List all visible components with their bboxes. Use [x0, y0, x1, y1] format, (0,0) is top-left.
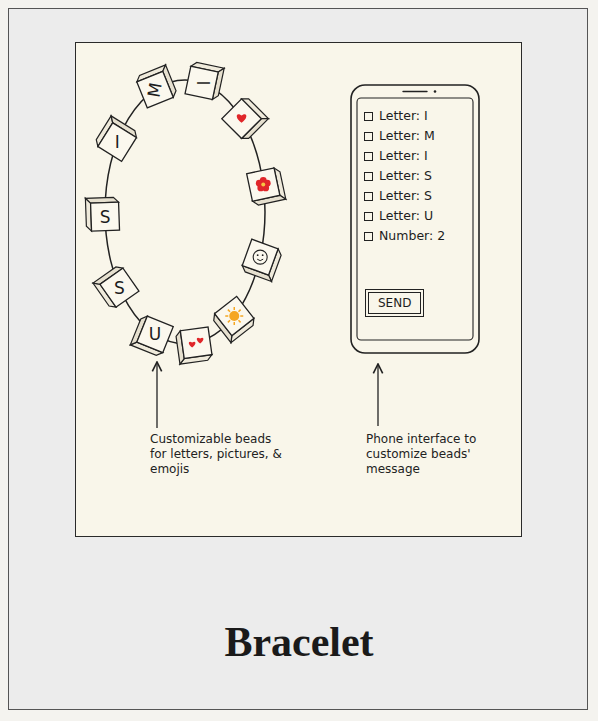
option-text: Letter: S: [379, 168, 432, 183]
phone-screen: Letter: I Letter: M Letter: I Letter: S Lett…: [350, 84, 480, 354]
bead-cube: [130, 314, 173, 357]
leader-arrow: [156, 362, 157, 428]
leader-arrow: [377, 364, 378, 426]
checkbox: [364, 172, 373, 181]
button-text: SEND: [378, 296, 411, 310]
bracelet-drawing: [85, 61, 285, 364]
option-row: Letter: I: [364, 106, 480, 126]
option-text: Number: 2: [379, 228, 445, 243]
bead-cube: [85, 197, 119, 231]
checkbox: [364, 112, 373, 121]
option-row: Letter: U: [364, 206, 480, 226]
checkbox: [364, 232, 373, 241]
bead-cube: [241, 239, 283, 281]
bracelet-string: [105, 80, 265, 344]
option-row: Letter: M: [364, 126, 480, 146]
option-text: Letter: I: [379, 148, 428, 163]
option-row: Letter: S: [364, 166, 480, 186]
bead-cube: [247, 167, 286, 206]
heart-emoji: [237, 114, 247, 122]
bead-cube: [94, 116, 139, 161]
bead-cube: [222, 95, 269, 142]
option-text: Letter: M: [379, 128, 435, 143]
bead-cube: [135, 65, 178, 108]
annotation-note: Phone interface to customize beads' mess…: [366, 432, 496, 477]
checkbox: [364, 152, 373, 161]
bead-cube: [185, 61, 224, 100]
bead-letter: M: [145, 81, 164, 98]
bead-letter: S: [100, 208, 111, 225]
checkbox: [364, 132, 373, 141]
option-text: Letter: I: [379, 108, 428, 123]
bead-cube: [93, 264, 139, 310]
annotation-note: Customizable beads for letters, pictures…: [150, 432, 285, 477]
bead-letter: S: [114, 279, 125, 296]
option-row: Number: 2: [364, 226, 480, 246]
option-text: Letter: S: [379, 188, 432, 203]
flower-emoji: [256, 177, 271, 191]
checkbox: [364, 192, 373, 201]
option-row: Letter: I: [364, 146, 480, 166]
bead-cube: [175, 327, 212, 364]
send-button: SEND: [368, 292, 421, 314]
hearts-emoji: [189, 338, 204, 348]
card-title: Bracelet: [0, 618, 598, 666]
bead-cube: [211, 296, 257, 342]
option-text: Letter: U: [379, 208, 433, 223]
sun-emoji: [225, 307, 243, 325]
bead-letter: I: [193, 80, 210, 85]
option-row: Letter: S: [364, 186, 480, 206]
face-emoji: [253, 250, 267, 264]
bead-letter: U: [149, 326, 161, 343]
checkbox: [364, 212, 373, 221]
bead-letter: I: [115, 134, 120, 151]
